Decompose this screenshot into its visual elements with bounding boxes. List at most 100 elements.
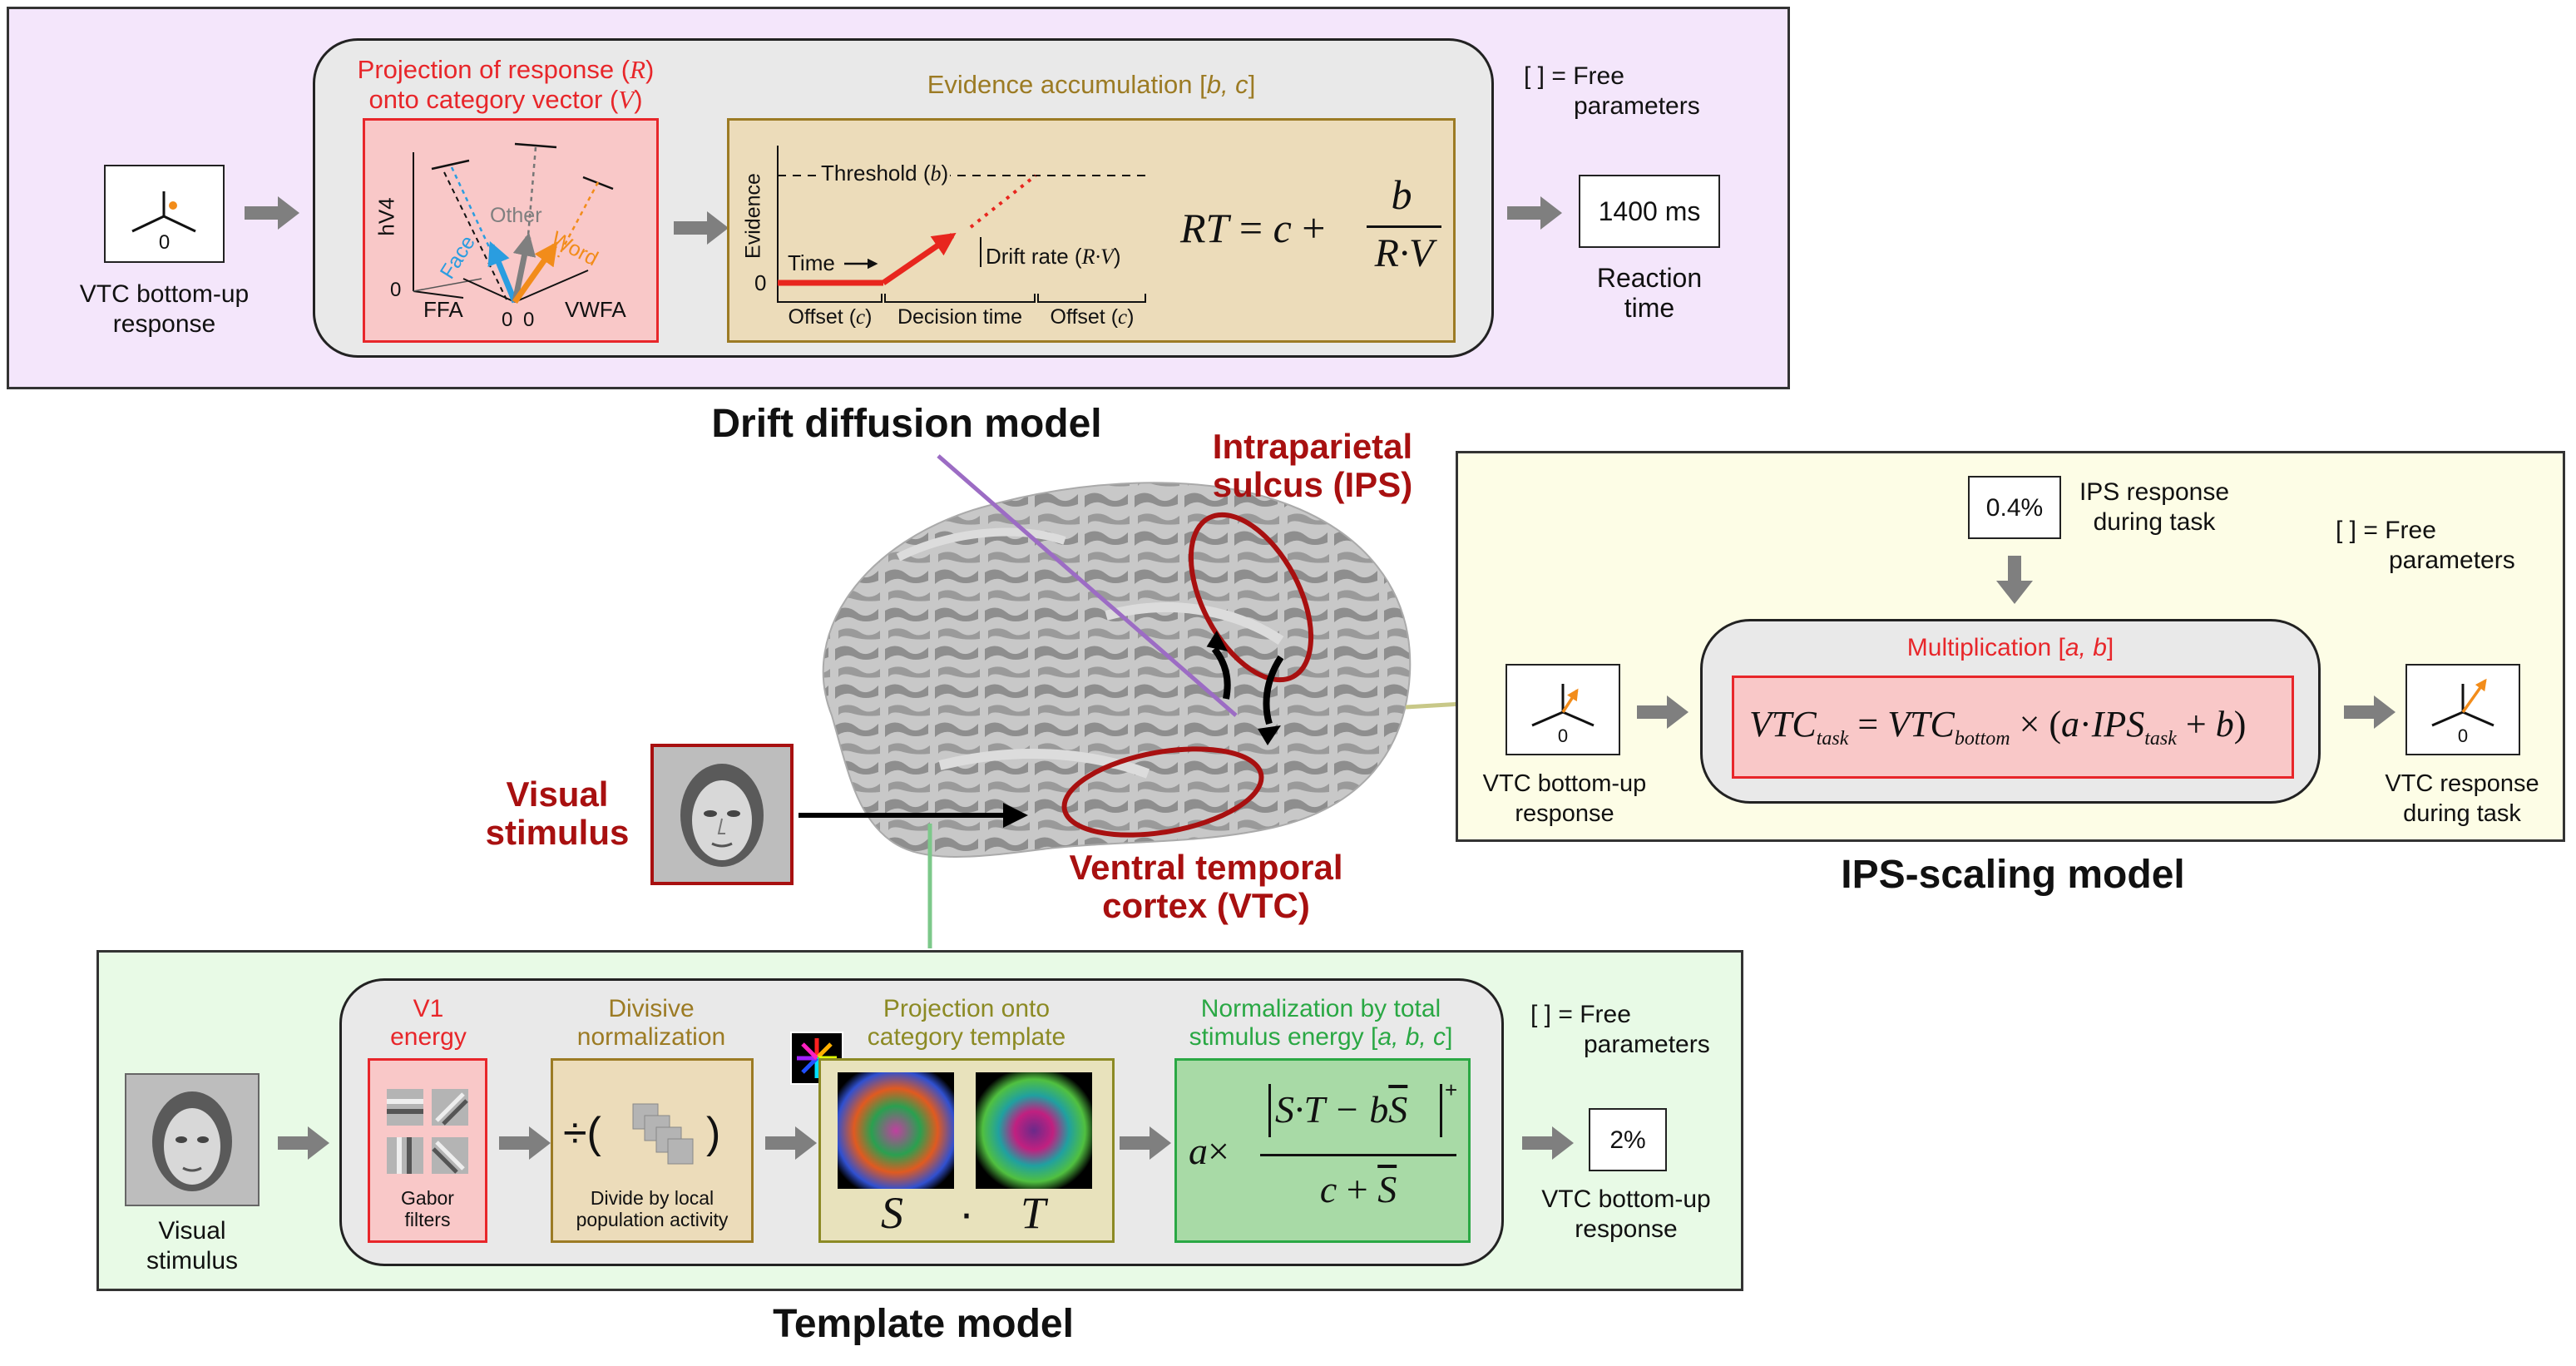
ddm-evidence-title: Evidence accumulation [b, c] bbox=[727, 70, 1456, 100]
divisive-title-1: Divisive bbox=[608, 995, 695, 1022]
evidence-zero: 0 bbox=[754, 270, 767, 295]
proj-axis-y-zero: 0 bbox=[390, 279, 402, 301]
projection-T: T bbox=[1021, 1188, 1046, 1238]
threshold-text: Threshold ( bbox=[821, 161, 931, 186]
norm-den-c: c bbox=[1319, 1168, 1337, 1210]
norm-title-1: Normalization by total bbox=[1200, 995, 1441, 1022]
projection-plot bbox=[413, 142, 614, 304]
ips-input-label-2: response bbox=[1515, 800, 1614, 827]
ddm-evidence-box: Evidence 0 Threshold (b) Time Drift rate… bbox=[727, 118, 1456, 343]
template-output-label: VTC bottom-up response bbox=[1522, 1185, 1730, 1245]
rt-formula-lhs: RT = c + bbox=[1180, 205, 1326, 251]
brain-illustration bbox=[799, 482, 1412, 858]
ddm-output-value: 1400 ms bbox=[1598, 196, 1701, 226]
ips-input-zero: 0 bbox=[1557, 725, 1569, 746]
segment-offset-1: Offset (c) bbox=[788, 305, 873, 329]
ips-mult-title: Multiplication [a, b] bbox=[1700, 634, 2321, 662]
ddm-input-zero: 0 bbox=[158, 231, 171, 254]
norm-title: Normalization by total stimulus energy [… bbox=[1173, 995, 1469, 1052]
stimulus-label-2: stimulus bbox=[485, 813, 630, 852]
ddm-free-1: [ ] = Free bbox=[1524, 62, 1624, 90]
vtc-label-1: Ventral temporal bbox=[1069, 848, 1343, 887]
v1-caption-2: filters bbox=[404, 1209, 451, 1230]
v1-caption-1: Gabor bbox=[401, 1187, 454, 1209]
norm-title-2: stimulus energy [ bbox=[1189, 1023, 1378, 1051]
ips-task-label-1: IPS response bbox=[2079, 478, 2230, 506]
ips-output-label-2: during task bbox=[2403, 800, 2521, 827]
rt-formula-num: b bbox=[1391, 171, 1412, 218]
ips-free-params: [ ] = Free parameters bbox=[2336, 516, 2515, 576]
ips-task-box: 0.4% bbox=[1968, 476, 2061, 539]
ipsf-lhs-sub: task bbox=[1816, 727, 1849, 750]
divisive-caption-1: Divide by local bbox=[590, 1187, 714, 1209]
template-arrow-4 bbox=[1120, 1126, 1171, 1160]
projection-dot: · bbox=[959, 1188, 974, 1238]
threshold-var: b bbox=[930, 161, 942, 186]
divisive-caption: Divide by local population activity bbox=[553, 1187, 751, 1230]
ips-mult-params: a, b bbox=[2064, 634, 2107, 661]
ddm-input-label: VTC bottom-up response bbox=[50, 280, 279, 339]
ipsf-ips-sub: task bbox=[2144, 727, 2177, 750]
ddm-input-box: 0 bbox=[104, 165, 225, 263]
ddm-free-params: [ ] = Free parameters bbox=[1524, 62, 1700, 121]
norm-denominator: c + S bbox=[1319, 1168, 1397, 1210]
ips-output-zero: 0 bbox=[2457, 725, 2469, 746]
stimulus-label: Visual stimulus bbox=[466, 775, 649, 852]
evidence-plot bbox=[777, 146, 1146, 303]
template-title: Template model bbox=[773, 1302, 1074, 1346]
segment-decision: Decision time bbox=[885, 305, 1035, 329]
template-face-glyph bbox=[152, 1091, 232, 1191]
norm-box: a× S·T − bS + c + S bbox=[1174, 1058, 1471, 1243]
proj-t1: Projection of response ( bbox=[357, 55, 630, 84]
ips-task-value: 0.4% bbox=[1985, 494, 2044, 522]
ips-input-label: VTC bottom-up response bbox=[1461, 769, 1669, 829]
norm-params: a, b, c bbox=[1377, 1023, 1446, 1051]
template-arrow-2 bbox=[499, 1126, 551, 1160]
projection-title-1: Projection onto bbox=[883, 995, 1051, 1022]
norm-a-var: a bbox=[1189, 1130, 1208, 1172]
ddm-input-glyph bbox=[131, 191, 196, 233]
norm-numerator: S·T − bS bbox=[1275, 1087, 1407, 1131]
ips-arrow-out bbox=[2344, 695, 2396, 729]
drift-rate-label: Drift rate (R·V) bbox=[986, 244, 1121, 269]
divisive-title: Divisive normalization bbox=[549, 995, 754, 1052]
ipsf-rhs-sub: bottom bbox=[1954, 727, 2010, 750]
ips-arrow-in bbox=[1637, 695, 1688, 729]
norm-end: ] bbox=[1446, 1023, 1453, 1051]
ips-label-1: Intraparietal bbox=[1212, 427, 1413, 466]
ips-title: IPS-scaling model bbox=[1841, 853, 2185, 897]
ddm-arrow-2 bbox=[674, 211, 729, 245]
ddm-output-label-1: Reaction bbox=[1596, 263, 1703, 293]
ips-mult-text: Multiplication [ bbox=[1906, 634, 2065, 661]
norm-den-s: S bbox=[1377, 1168, 1397, 1210]
evidence-title-text: Evidence accumulation [ bbox=[927, 70, 1207, 99]
ips-task-label-2: during task bbox=[2093, 508, 2216, 536]
seg2-text: Decision time bbox=[897, 305, 1023, 329]
svg-text:): ) bbox=[706, 1109, 720, 1157]
template-output-label-1: VTC bottom-up bbox=[1541, 1185, 1711, 1213]
proj-t5: ) bbox=[634, 85, 643, 114]
ddm-input-label-1: VTC bottom-up bbox=[79, 280, 250, 308]
ips-task-label: IPS response during task bbox=[2063, 478, 2246, 537]
segment-offset-2: Offset (c) bbox=[1050, 305, 1135, 329]
template-output-value: 2% bbox=[1609, 1126, 1646, 1154]
gabor-filters bbox=[387, 1089, 468, 1174]
ips-free-2: parameters bbox=[2389, 547, 2515, 574]
ipsf-lhs: VTC bbox=[1749, 704, 1817, 745]
divisive-title-2: normalization bbox=[576, 1023, 726, 1051]
ips-formula: VTCtask = VTCbottom × (a·IPStask + b) bbox=[1749, 704, 2247, 750]
divisive-box: ÷( ) Divide by local population activity bbox=[551, 1058, 754, 1243]
ddm-output-box: 1400 ms bbox=[1579, 175, 1720, 248]
ips-down-arrow bbox=[1996, 556, 2033, 604]
template-free-2: parameters bbox=[1584, 1031, 1710, 1058]
ips-output-label-1: VTC response bbox=[2385, 770, 2539, 797]
rt-lhs: RT bbox=[1180, 205, 1229, 251]
divisive-caption-2: population activity bbox=[576, 1209, 729, 1230]
norm-num: S·T − b bbox=[1275, 1088, 1389, 1131]
ipsf-a: a bbox=[2061, 704, 2080, 745]
ddm-input-label-2: response bbox=[112, 310, 216, 338]
ddm-projection-title: Projection of response (R) onto category… bbox=[323, 55, 689, 115]
svg-text:÷(: ÷( bbox=[563, 1109, 602, 1157]
norm-abs-right bbox=[1440, 1084, 1442, 1137]
ips-region-label: Intraparietal sulcus (IPS) bbox=[1163, 428, 1462, 504]
